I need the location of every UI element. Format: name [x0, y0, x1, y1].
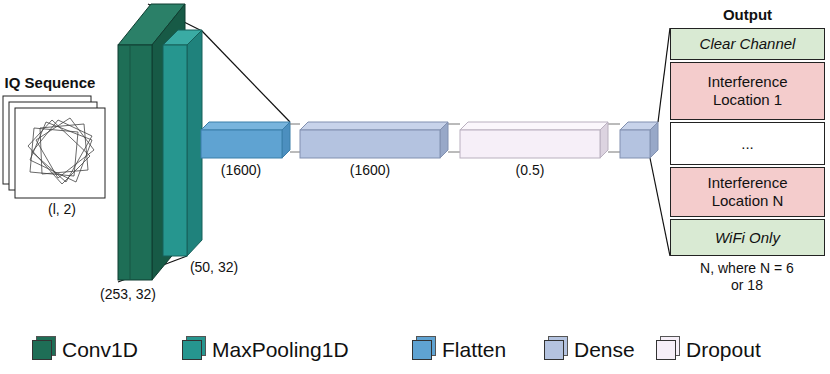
class-label: WiFi Only: [715, 229, 780, 247]
legend-text: Conv1D: [62, 339, 138, 360]
output-column: OutputClear ChannelInterference Location…: [670, 6, 825, 256]
legend-swatch: [32, 340, 52, 360]
shape-label: (1600): [221, 162, 261, 179]
shape-label: (0.5): [516, 162, 545, 179]
output-class-box: WiFi Only: [670, 219, 825, 256]
legend-swatch: [412, 340, 432, 360]
output-class-box: Clear Channel: [670, 28, 825, 60]
class-label: ...: [741, 135, 754, 153]
class-label: Clear Channel: [700, 35, 796, 53]
shape-label: (50, 32): [190, 259, 238, 276]
class-label: Interference Location 1: [692, 73, 804, 109]
legend-text: Flatten: [442, 339, 506, 360]
legend-swatch: [656, 340, 676, 360]
input-title: IQ Sequence: [5, 74, 96, 92]
shape-label: (253, 32): [100, 286, 156, 303]
ellipsis-box: ...: [670, 122, 825, 165]
output-note: N, where N = 6 or 18: [697, 260, 797, 294]
legend-swatch: [182, 340, 202, 360]
shape-label: (l, 2): [48, 201, 76, 218]
column-heading: Output: [670, 6, 825, 23]
legend-text: Dense: [574, 339, 635, 360]
shape-label: (1600): [350, 162, 390, 179]
output-class-box: Interference Location 1: [670, 62, 825, 120]
legend-swatch: [544, 340, 564, 360]
legend-text: MaxPooling1D: [212, 339, 349, 360]
class-label: Interference Location N: [692, 174, 804, 210]
legend-text: Dropout: [686, 339, 761, 360]
output-class-box: Interference Location N: [670, 167, 825, 217]
